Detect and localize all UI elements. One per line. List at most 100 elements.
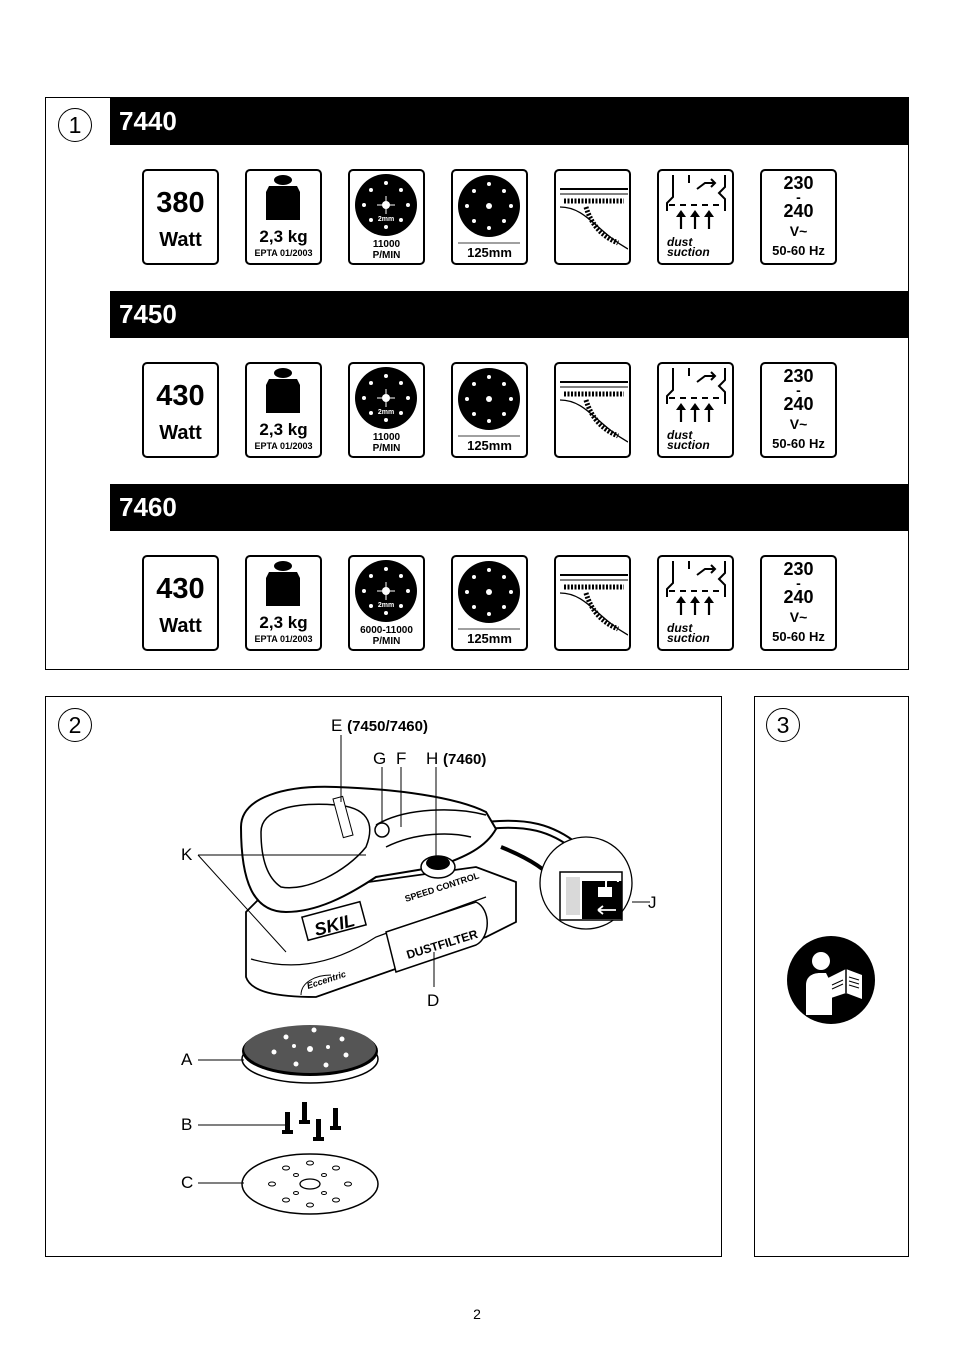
orbit-disc-icon: 2mm — [355, 367, 417, 429]
dust-suction-icon — [666, 175, 726, 229]
dust-word-2: suction — [667, 631, 710, 645]
dust-word-1: dust — [667, 235, 693, 249]
weight-norm: EPTA 01/2003 — [254, 634, 313, 644]
label-A: A — [181, 1050, 193, 1069]
dust-word-2: suction — [667, 438, 710, 452]
volt-dash: - — [796, 382, 801, 398]
volt-unit: V~ — [789, 609, 808, 625]
pad-tile: 125mm — [451, 362, 528, 458]
label-H: H (7460) — [426, 749, 487, 768]
dust-suction-icon — [666, 368, 726, 422]
orbit-value: 2mm — [378, 602, 394, 609]
model-number: 7450 — [119, 299, 177, 329]
pad-disc-icon — [458, 368, 520, 437]
watt-unit: Watt — [159, 615, 202, 637]
speed-unit: P/MIN — [372, 443, 401, 454]
volt-unit: V~ — [789, 223, 808, 239]
volt-low: 230 — [783, 173, 814, 193]
orbit-disc-icon: 2mm — [355, 560, 417, 622]
figure-2-number: 2 — [58, 708, 92, 742]
volt-low: 230 — [783, 366, 814, 386]
screws-B — [282, 1102, 341, 1141]
pad-size: 125mm — [467, 438, 512, 453]
dust-word-1: dust — [667, 621, 693, 635]
watt-value: 430 — [156, 573, 205, 605]
speed-value: 11000 — [372, 432, 401, 443]
orbit-value: 2mm — [378, 409, 394, 416]
weight-icon — [266, 368, 300, 413]
pad-tile: 125mm — [451, 555, 528, 651]
weight-norm: EPTA 01/2003 — [254, 441, 313, 451]
pad-size: 125mm — [467, 245, 512, 260]
volt-high: 240 — [783, 587, 814, 607]
pad-disc-icon — [458, 561, 520, 630]
watt-unit: Watt — [159, 422, 202, 444]
watt-unit: Watt — [159, 229, 202, 251]
volt-dash: - — [796, 189, 801, 205]
weight-icon — [266, 175, 300, 220]
dust-word-1: dust — [667, 428, 693, 442]
label-K: K — [181, 845, 193, 864]
volt-unit: V~ — [789, 416, 808, 432]
speed-unit: P/MIN — [372, 636, 401, 647]
figure-1-number: 1 — [58, 108, 92, 142]
watt-value: 430 — [156, 380, 205, 412]
speed-value: 6000-11000 — [360, 625, 413, 636]
edge-tile — [554, 362, 631, 458]
weight-tile: 2,3 kg EPTA 01/2003 — [245, 555, 322, 651]
label-G: G — [373, 749, 387, 768]
speed-unit: P/MIN — [372, 250, 401, 261]
speed-value: 11000 — [372, 239, 401, 250]
frequency: 50-60 Hz — [772, 243, 825, 258]
label-C: C — [181, 1173, 194, 1192]
pad-disc-icon — [458, 175, 520, 244]
edge-tile — [554, 169, 631, 265]
label-E: E (7450/7460) — [331, 716, 428, 735]
edge-sanding-icon — [559, 188, 628, 250]
sanding-pad-A — [241, 1025, 379, 1084]
label-J: J — [648, 893, 657, 912]
figure-3-panel: 3 — [754, 696, 909, 1257]
weight-norm: EPTA 01/2003 — [254, 248, 313, 258]
figure-3-number: 3 — [766, 708, 800, 742]
model-header-7460: 7460 — [110, 484, 908, 531]
frequency: 50-60 Hz — [772, 436, 825, 451]
model-header-7450: 7450 — [110, 291, 908, 338]
orbit-disc-icon: 2mm — [355, 174, 417, 236]
model-number: 7440 — [119, 106, 177, 136]
edge-sanding-icon — [559, 574, 628, 636]
label-B: B — [181, 1115, 193, 1134]
label-D: D — [427, 991, 440, 1010]
volt-dash: - — [796, 575, 801, 591]
weight-icon — [266, 561, 300, 606]
edge-sanding-icon — [559, 381, 628, 443]
weight-value: 2,3 kg — [259, 613, 308, 632]
pad-tile: 125mm — [451, 169, 528, 265]
label-F: F — [396, 749, 407, 768]
volt-low: 230 — [783, 559, 814, 579]
volt-high: 240 — [783, 201, 814, 221]
pad-size: 125mm — [467, 631, 512, 646]
read-manual-icon — [787, 936, 875, 1024]
orbit-value: 2mm — [378, 216, 394, 223]
model-header-7440: 7440 — [110, 98, 908, 145]
sanding-sheet-C — [241, 1153, 379, 1215]
model-number: 7460 — [119, 492, 177, 522]
dust-word-2: suction — [667, 245, 710, 259]
edge-tile — [554, 555, 631, 651]
page-number: 2 — [473, 1306, 481, 1322]
